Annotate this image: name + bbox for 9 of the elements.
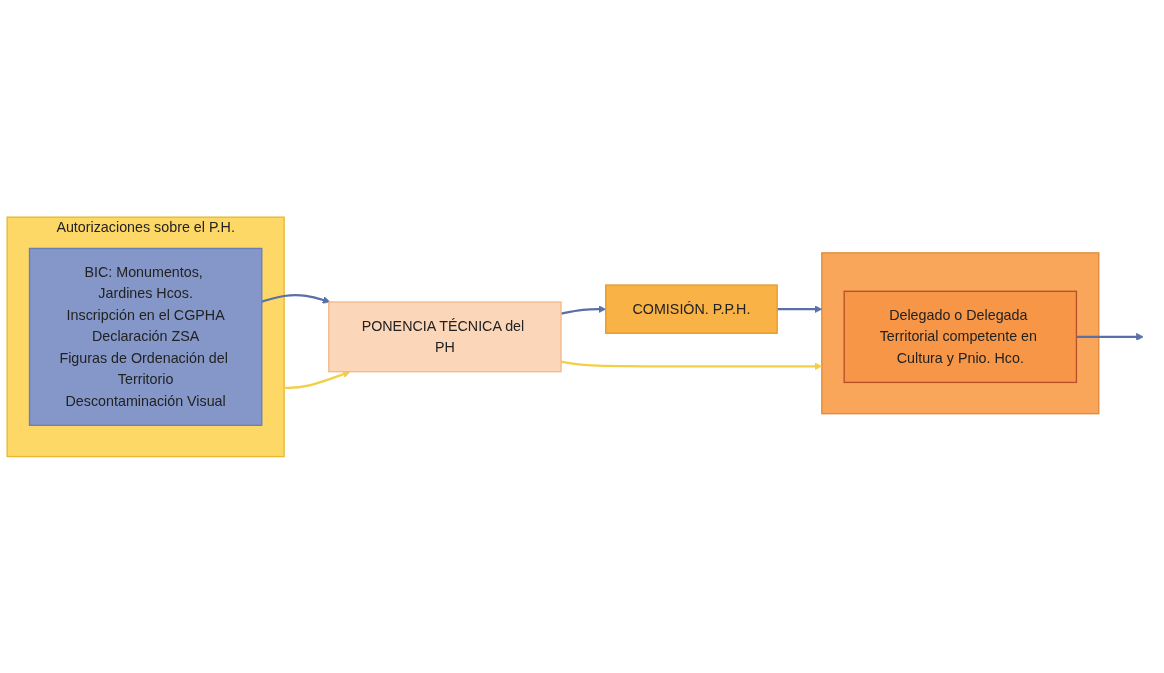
cluster bbox=[821, 251, 1100, 414]
node-box: BIC: Monumentos, Jardines Hcos. Inscripción en el CGPHA Declaración ZSA Figuras de Ordenación del Territorio Descontaminación Visual bbox=[28, 247, 263, 426]
arrow bbox=[777, 304, 823, 313]
node-box: Delegado o Delegada Territorial competente en Cultura y Pnio. Hco. bbox=[843, 290, 1078, 383]
node-box: PONENCIA TÉCNICA del PH bbox=[328, 301, 562, 372]
arrow bbox=[261, 293, 331, 304]
node-box: COMISIÓN. P.P.H. bbox=[605, 284, 778, 334]
arrow bbox=[284, 370, 351, 389]
arrow bbox=[1076, 332, 1144, 341]
